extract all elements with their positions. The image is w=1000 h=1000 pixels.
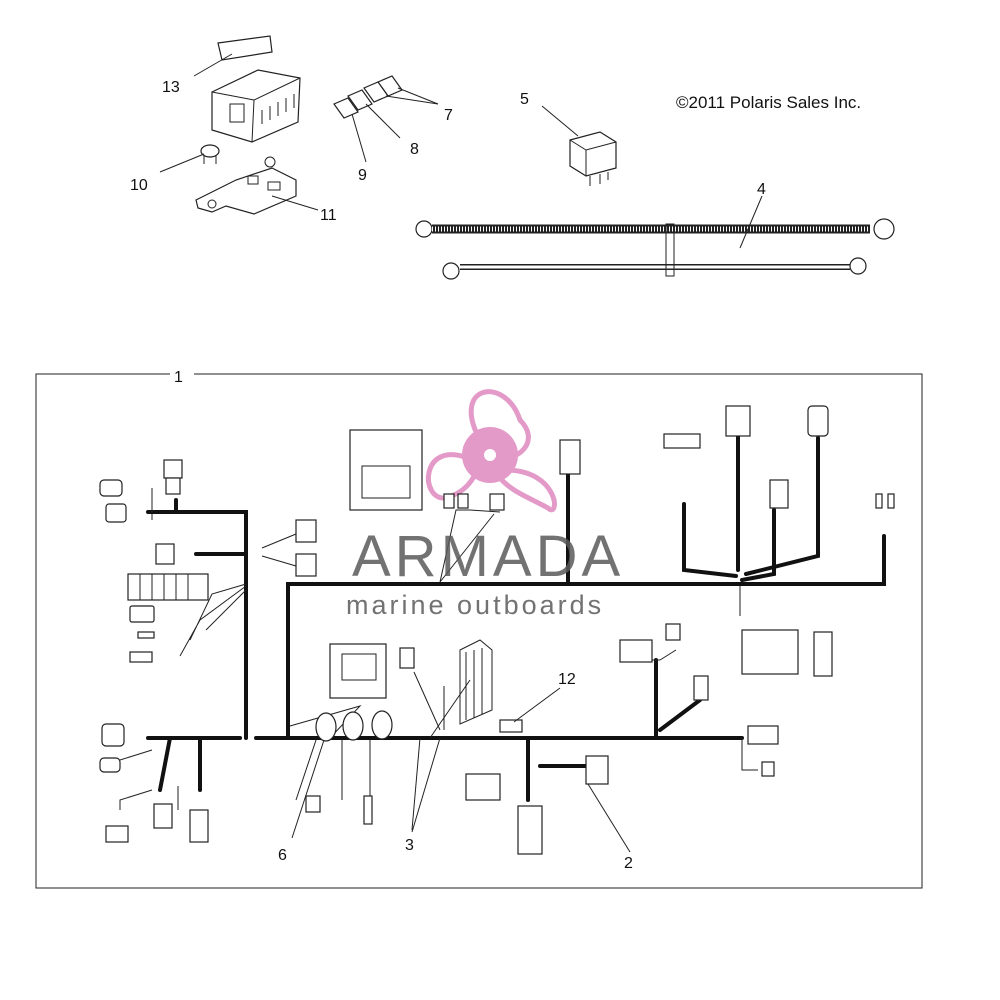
- callout-numbers: 1 2 3 4 5 6 7 8 9 10 11 12 13: [130, 79, 766, 872]
- callout-7: 7: [444, 107, 453, 124]
- connectors-left: [99, 459, 317, 843]
- callout-1: 1: [174, 369, 183, 386]
- callout-10: 10: [130, 177, 148, 194]
- callout-2: 2: [624, 855, 633, 872]
- battery-cables-part: [415, 218, 895, 280]
- watermark-subtitle: marine outboards: [346, 590, 604, 620]
- bracket-part: [195, 144, 297, 215]
- callout-3: 3: [405, 837, 414, 854]
- callout-9: 9: [358, 167, 367, 184]
- leader-lines: [159, 53, 763, 853]
- connectors-right: [619, 405, 895, 777]
- armada-logo: [425, 389, 557, 513]
- callout-13: 13: [162, 79, 180, 96]
- relay-part: [569, 131, 617, 186]
- harness-assembly-border: [35, 373, 923, 889]
- callout-4: 4: [757, 181, 766, 198]
- thin-wires: [119, 488, 758, 831]
- callout-12: 12: [558, 671, 576, 688]
- copyright-text: ©2011 Polaris Sales Inc.: [676, 93, 861, 112]
- callout-6: 6: [278, 847, 287, 864]
- fuse-box-part: [211, 35, 301, 143]
- callout-11: 11: [320, 207, 337, 224]
- connectors-center: [305, 429, 609, 855]
- watermark-title: ARMADA: [352, 524, 624, 589]
- fuses-part: [333, 75, 403, 119]
- main-harness: [146, 428, 886, 802]
- callout-5: 5: [520, 91, 529, 108]
- callout-8: 8: [410, 141, 419, 158]
